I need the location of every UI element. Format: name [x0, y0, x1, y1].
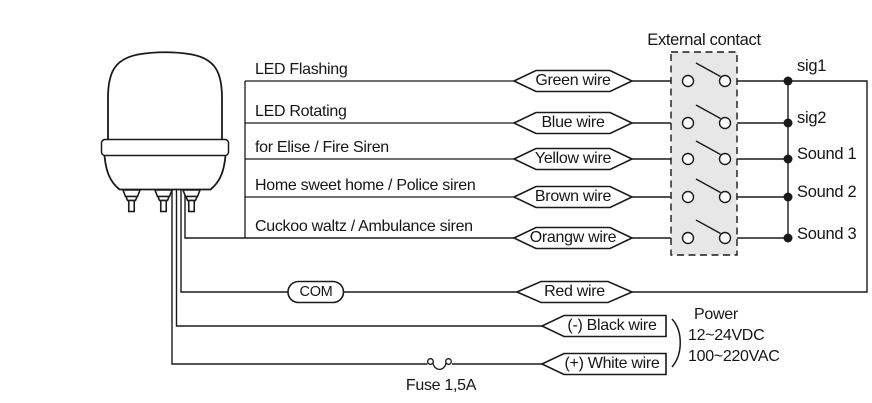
function-label: Cuckoo waltz / Ambulance siren	[255, 218, 473, 235]
function-label: Home sweet home / Police siren	[255, 177, 476, 194]
junction-dot	[783, 118, 793, 128]
wire-tag-hexagon	[512, 185, 634, 209]
com-tag	[287, 280, 345, 304]
junction-dots	[783, 76, 793, 243]
function-label: for Elise / Fire Siren	[255, 139, 389, 156]
power-brace	[671, 318, 681, 368]
beacon-band	[100, 138, 230, 157]
wire-label-green: Green wire	[535, 72, 611, 89]
com-terminal-label: COM	[299, 284, 333, 300]
wire-tag-hexagon	[512, 226, 634, 250]
switch-icons	[681, 62, 732, 245]
junction-dot	[783, 233, 793, 243]
switch-icon	[681, 140, 732, 166]
external-contact-title: External contact	[647, 31, 761, 49]
wire-label-blue: Blue wire	[541, 114, 605, 131]
junction-dot	[783, 76, 793, 86]
mounting-bolts	[121, 189, 202, 213]
wire-tag-hexagon	[512, 147, 634, 171]
wire-tag-hexagon	[512, 69, 634, 93]
fuse-icon	[427, 358, 452, 371]
beacon-base	[103, 155, 227, 191]
switch-icon	[681, 219, 732, 245]
function-label: LED Rotating	[255, 103, 347, 120]
junction-dot	[783, 192, 793, 202]
switch-icon	[681, 62, 732, 88]
switch-icon	[681, 104, 732, 130]
beacon-icon	[100, 51, 230, 213]
wire-label-brown: Brown wire	[534, 188, 612, 205]
signal-label-sig2: sig2	[797, 109, 827, 127]
signal-label-sound1: Sound 1	[797, 145, 857, 163]
common-return-line	[632, 80, 868, 293]
beacon-dome	[107, 51, 223, 141]
wire-tag-hexagon	[515, 280, 634, 304]
power-title: Power	[694, 306, 738, 323]
wire-tag-flag	[540, 314, 667, 338]
junction-dot	[783, 154, 793, 164]
wire-label-black: (-) Black wire	[567, 317, 657, 334]
wire-tag-hexagon	[512, 111, 634, 135]
beacon-wires	[171, 188, 542, 365]
signal-label-sound2: Sound 2	[797, 183, 857, 201]
signal-label-sound3: Sound 3	[797, 225, 857, 243]
function-label: LED Flashing	[255, 61, 348, 78]
power-dc-rating: 12~24VDC	[688, 327, 765, 344]
wire-tag-flag	[540, 352, 667, 376]
signal-label-sig1: sig1	[797, 57, 827, 75]
power-ac-rating: 100~220VAC	[688, 348, 780, 365]
switch-icon	[681, 178, 732, 204]
wire-label-white: (+) White wire	[564, 355, 660, 372]
function-table	[244, 80, 514, 238]
fuse-label: Fuse 1,5A	[405, 377, 477, 394]
wire-label-orange: Orangw wire	[529, 229, 617, 246]
wire-label-red: Red wire	[544, 283, 605, 300]
wire-tags	[287, 69, 667, 376]
wire-label-yellow: Yellow wire	[534, 150, 612, 167]
